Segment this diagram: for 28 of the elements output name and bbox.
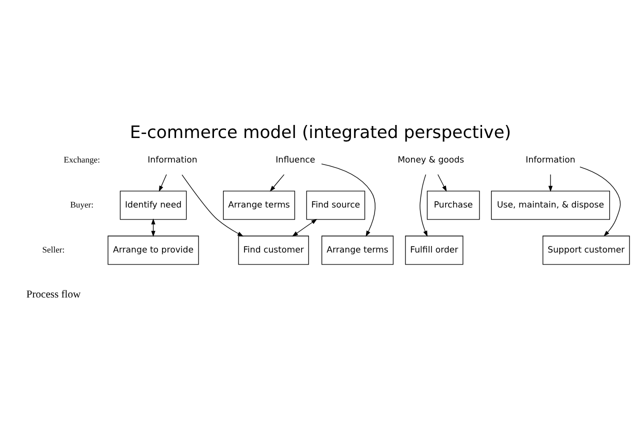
- node-text: Information: [526, 156, 576, 166]
- label: Seller:: [42, 244, 65, 254]
- diagram-title: E-commerce model (integrated perspective): [130, 123, 512, 144]
- label: Process flow: [26, 290, 81, 301]
- arrow: [292, 218, 318, 237]
- arrow: [321, 164, 376, 237]
- arrow: [580, 166, 621, 236]
- node-box: Find source: [306, 190, 366, 220]
- arrow: [438, 174, 447, 192]
- node-box: Fulfill order: [405, 236, 464, 265]
- node-box: Arrange terms: [223, 190, 296, 220]
- arrow: [548, 174, 553, 192]
- arrow: [270, 174, 284, 192]
- label: Exchange:: [64, 154, 100, 165]
- node-text: Influence: [276, 156, 316, 166]
- arrow: [182, 174, 244, 236]
- node-box: Arrange to provide: [108, 236, 199, 265]
- node-box: Find customer: [238, 236, 309, 265]
- node-box: Identify need: [120, 190, 187, 220]
- node-box: Arrange terms: [322, 236, 394, 265]
- node-text: Money & goods: [398, 156, 464, 166]
- node-box: Support customer: [542, 236, 630, 265]
- node-text: Information: [148, 156, 198, 166]
- label: Buyer:: [70, 200, 94, 210]
- node-box: Purchase: [426, 190, 480, 220]
- arrow: [158, 174, 167, 192]
- arrow: [420, 174, 428, 237]
- node-box: Use, maintain, & dispose: [491, 190, 610, 220]
